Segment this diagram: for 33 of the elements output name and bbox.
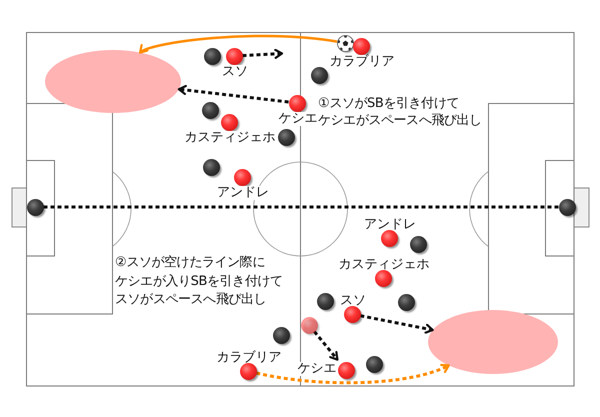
player-name: アンドレ <box>217 186 269 200</box>
arrow <box>139 34 338 54</box>
player-marker <box>408 234 430 256</box>
player-name: スソ <box>340 294 366 308</box>
player-name: カラブリア <box>330 54 394 68</box>
player-marker <box>276 128 298 148</box>
faded-player-marker <box>300 316 320 336</box>
arrow <box>313 330 339 361</box>
dotted-line <box>44 206 558 208</box>
arrow <box>256 363 450 384</box>
arrow <box>360 314 434 334</box>
player-marker <box>396 292 418 314</box>
annotation-text: ②スソが空けたライン際にケシエが入りSBを引き付けてスソがスペースへ飛び出し <box>115 254 283 309</box>
player-marker <box>202 158 222 178</box>
player-marker <box>364 354 386 376</box>
goalkeeper-marker <box>26 198 46 218</box>
arrow <box>178 84 289 104</box>
player-name: スソ <box>222 64 248 78</box>
player-name: アンドレ <box>364 218 416 232</box>
player-name: カスティジェホ <box>184 130 276 144</box>
player-marker <box>200 100 222 122</box>
player-marker <box>310 66 330 86</box>
player-name: カラブリア <box>216 350 282 364</box>
soccer-ball-icon <box>336 34 356 54</box>
player-marker <box>272 326 292 346</box>
arrow <box>242 48 284 59</box>
goalkeeper-marker <box>558 198 578 218</box>
player-name: ケシエ <box>278 112 318 126</box>
player-marker <box>202 46 224 68</box>
player-name: ケシエ <box>298 362 336 376</box>
player-name: カスティジェホ <box>338 258 430 272</box>
player-marker <box>316 292 336 312</box>
annotation-text: ①スソがSBを引き付けてケシエがスペースへ飛び出し <box>318 95 482 129</box>
